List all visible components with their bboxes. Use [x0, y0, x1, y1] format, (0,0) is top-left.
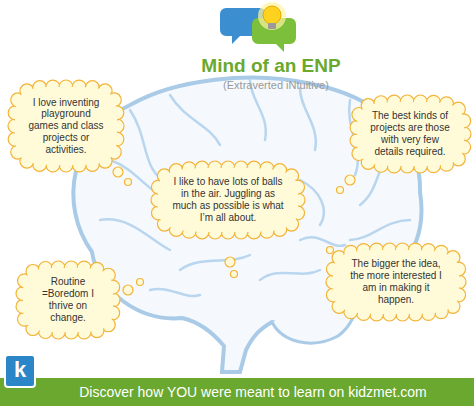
- thought-cloud: Routine =Boredom I thrive on change.: [15, 260, 121, 340]
- diagram-title: Mind of an ENP: [151, 55, 391, 77]
- cloud-text: The best kinds of projects are those wit…: [368, 110, 452, 157]
- logo-letter: k: [4, 354, 36, 388]
- subtitle: (Extraverted iNtuitive): [171, 79, 381, 91]
- footer-band: Discover how YOU were meant to learn on …: [0, 378, 474, 406]
- cloud-text: Routine =Boredom I thrive on change.: [33, 276, 103, 323]
- cloud-text: I like to have lots of balls in the air.…: [172, 176, 284, 223]
- cloud-text: I love inventing playground games and cl…: [26, 97, 106, 156]
- thought-cloud: I like to have lots of balls in the air.…: [150, 160, 306, 240]
- thought-cloud: The bigger the idea, the more interested…: [325, 242, 467, 322]
- footer-text: Discover how YOU were meant to learn on …: [79, 378, 427, 406]
- cloud-text: The bigger the idea, the more interested…: [346, 258, 446, 305]
- thought-cloud: The best kinds of projects are those wit…: [349, 94, 472, 174]
- thought-cloud: I love inventing playground games and cl…: [7, 79, 125, 173]
